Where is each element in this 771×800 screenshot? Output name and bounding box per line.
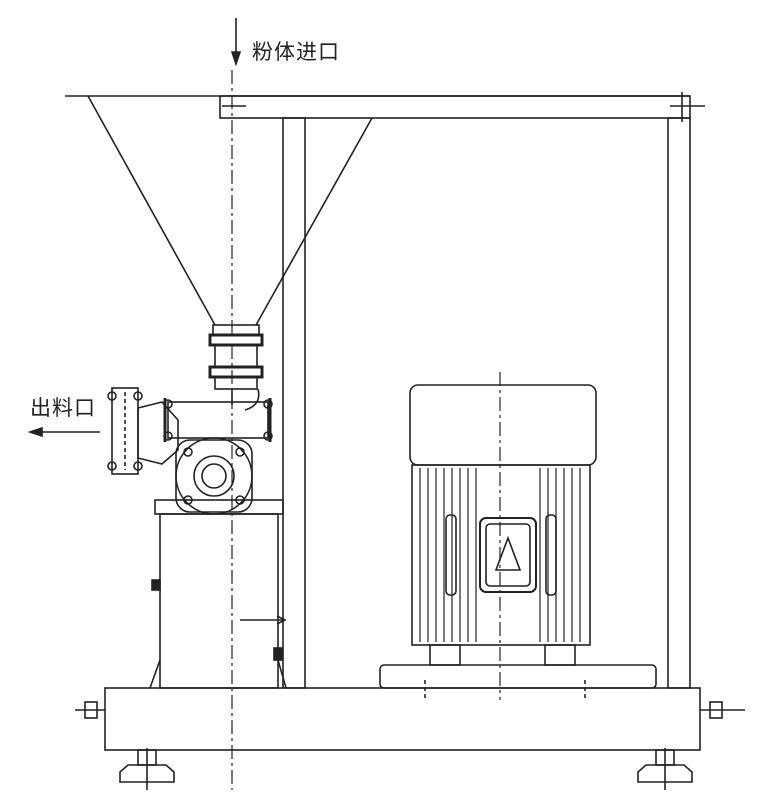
powder-inlet-label: 粉体进口 [252,40,340,64]
pump-body [149,499,287,689]
right-post [667,117,691,689]
inlet-arrow [230,18,242,67]
powder-hopper [87,95,373,326]
base-frame [75,680,745,751]
outlet-pipe [107,387,179,475]
pump-housing [175,437,253,515]
motor-fins [419,468,581,642]
motor [379,372,657,700]
left-post [282,117,306,689]
outlet-arrow [27,426,100,438]
warning-triangle-icon [494,535,522,571]
outlet-label: 出料口 [30,396,96,420]
leveling-foot-left [119,748,175,790]
top-frame-beam [65,92,705,122]
inlet-flanges [208,324,264,411]
terminal-box [479,517,537,593]
leveling-foot-right [637,748,693,790]
